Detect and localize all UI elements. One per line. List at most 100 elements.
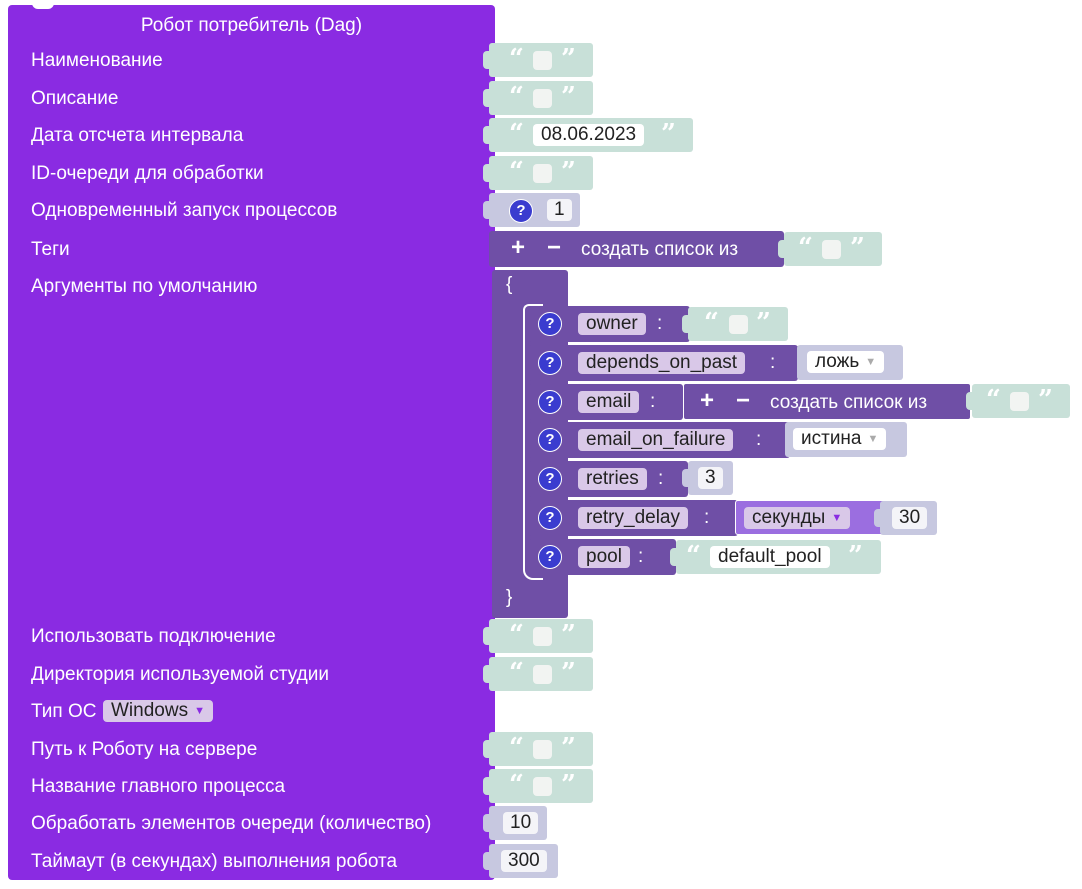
text-input-queue-id[interactable] (533, 164, 552, 183)
list-block-email[interactable]: + − создать список из (683, 383, 971, 420)
help-icon[interactable]: ? (509, 199, 533, 223)
quote-close-icon: ” (561, 733, 576, 763)
number-input-timeout[interactable]: 300 (501, 850, 547, 872)
quote-open-icon: “ (986, 385, 1001, 415)
time-unit-dropdown[interactable]: секунды ▼ (744, 507, 851, 529)
text-block-main-process[interactable]: “” (483, 769, 593, 803)
text-input-connection[interactable] (533, 627, 552, 646)
dropdown-arrow-icon: ▼ (831, 512, 843, 524)
os-type-dropdown[interactable]: Windows▼ (103, 700, 213, 722)
number-input-retries[interactable]: 3 (698, 467, 723, 489)
dict-key-email[interactable]: email (578, 391, 640, 413)
dict-key-owner[interactable]: owner (578, 313, 646, 335)
quote-open-icon: “ (686, 541, 701, 571)
dict-entry-owner[interactable]: ? owner : (528, 306, 690, 342)
time-unit-block[interactable]: секунды ▼ (735, 500, 885, 535)
text-block-robot-path[interactable]: “” (483, 732, 593, 766)
quote-open-icon: “ (509, 82, 524, 112)
dict-key-retry-delay[interactable]: retry_delay (578, 507, 688, 529)
number-input-retry-delay[interactable]: 30 (892, 507, 928, 529)
quote-close-icon: ” (848, 541, 863, 571)
text-input-name[interactable] (533, 51, 552, 70)
text-input-robot-path[interactable] (533, 740, 552, 759)
dict-entry-pool[interactable]: ? pool : (528, 539, 676, 575)
text-input-owner[interactable] (729, 315, 748, 334)
dict-entry-email-on-failure[interactable]: ? email_on_failure : (528, 422, 790, 458)
quote-open-icon: “ (509, 119, 524, 149)
text-block-owner[interactable]: “” (682, 307, 788, 341)
block-title: Робот потребитель (Dag) (140, 15, 363, 36)
quote-close-icon: ” (561, 620, 576, 650)
dict-key-email-on-failure[interactable]: email_on_failure (578, 429, 734, 451)
boolean-block-email-on-failure[interactable]: истина▼ (785, 422, 907, 457)
label-interval-start: Дата отсчета интервала (31, 125, 244, 146)
text-block-connection[interactable]: “” (483, 619, 593, 653)
help-icon[interactable]: ? (538, 312, 562, 336)
text-input-studio-dir[interactable] (533, 665, 552, 684)
quote-open-icon: “ (704, 308, 719, 338)
text-block-tag-item[interactable]: “” (778, 232, 882, 266)
text-block-email-item[interactable]: “” (966, 384, 1070, 418)
number-block-concurrency[interactable]: ?1 (483, 193, 580, 227)
help-icon[interactable]: ? (538, 428, 562, 452)
text-block-queue-id[interactable]: “” (483, 156, 593, 190)
colon: : (658, 468, 664, 489)
help-icon[interactable]: ? (538, 390, 562, 414)
robot-consumer-block[interactable]: Робот потребитель (Dag) Наименование Опи… (8, 5, 495, 880)
colon: : (650, 391, 656, 412)
text-input-interval-start[interactable]: 08.06.2023 (533, 124, 645, 146)
quote-close-icon: ” (561, 82, 576, 112)
label-os-type: Тип ОС (31, 701, 97, 722)
quote-open-icon: “ (509, 44, 524, 74)
number-input-concurrency[interactable]: 1 (547, 199, 572, 221)
quote-close-icon: ” (561, 658, 576, 688)
dict-key-retries[interactable]: retries (578, 468, 647, 490)
text-block-interval-start[interactable]: “08.06.2023” (483, 118, 693, 152)
text-input-pool[interactable]: default_pool (710, 546, 830, 568)
label-tags: Теги (31, 239, 70, 260)
label-connection: Использовать подключение (31, 626, 276, 647)
text-input-tag-item[interactable] (822, 240, 841, 259)
label-timeout: Таймаут (в секундах) выполнения робота (31, 851, 398, 872)
help-icon[interactable]: ? (538, 351, 562, 375)
minus-icon[interactable]: − (547, 234, 562, 261)
number-block-queue-items[interactable]: 10 (483, 806, 547, 840)
time-unit-value: секунды (752, 507, 826, 529)
help-icon[interactable]: ? (538, 545, 562, 569)
dict-entry-depends-on-past[interactable]: ? depends_on_past : (528, 345, 798, 381)
text-input-email-item[interactable] (1010, 392, 1029, 411)
text-block-description[interactable]: “” (483, 81, 593, 115)
minus-icon[interactable]: − (736, 387, 751, 414)
dict-entry-email[interactable]: ? email : (528, 384, 683, 420)
label-description: Описание (31, 88, 119, 109)
dict-entry-retry-delay[interactable]: ? retry_delay : (528, 500, 738, 536)
number-block-retries[interactable]: 3 (682, 461, 733, 495)
quote-close-icon: ” (561, 770, 576, 800)
label-queue-items: Обработать элементов очереди (количество… (31, 813, 432, 834)
boolean-dropdown-depends-on-past[interactable]: ложь▼ (807, 351, 885, 373)
quote-open-icon: “ (509, 658, 524, 688)
number-block-retry-delay[interactable]: 30 (874, 501, 937, 535)
text-block-pool[interactable]: “ default_pool ” (670, 540, 881, 574)
quote-close-icon: ” (1038, 385, 1053, 415)
text-input-main-process[interactable] (533, 777, 552, 796)
help-icon[interactable]: ? (538, 467, 562, 491)
boolean-block-depends-on-past[interactable]: ложь▼ (797, 345, 903, 380)
text-block-name[interactable]: “” (483, 43, 593, 77)
label-robot-path: Путь к Роботу на сервере (31, 739, 258, 760)
boolean-dropdown-email-on-failure[interactable]: истина▼ (793, 428, 887, 450)
create-list-label: создать список из (581, 239, 739, 260)
plus-icon[interactable]: + (511, 234, 526, 261)
dict-entry-retries[interactable]: ? retries : (528, 461, 688, 497)
help-icon[interactable]: ? (538, 506, 562, 530)
plus-icon[interactable]: + (700, 387, 715, 414)
dict-key-depends-on-past[interactable]: depends_on_past (578, 352, 746, 374)
quote-close-icon: ” (561, 44, 576, 74)
text-block-studio-dir[interactable]: “” (483, 657, 593, 691)
number-block-timeout[interactable]: 300 (483, 844, 558, 878)
quote-close-icon: ” (756, 308, 771, 338)
number-input-queue-items[interactable]: 10 (503, 812, 539, 834)
text-input-description[interactable] (533, 89, 552, 108)
dict-key-pool[interactable]: pool (578, 546, 630, 568)
list-block-tags[interactable]: + − создать список из (489, 231, 784, 267)
